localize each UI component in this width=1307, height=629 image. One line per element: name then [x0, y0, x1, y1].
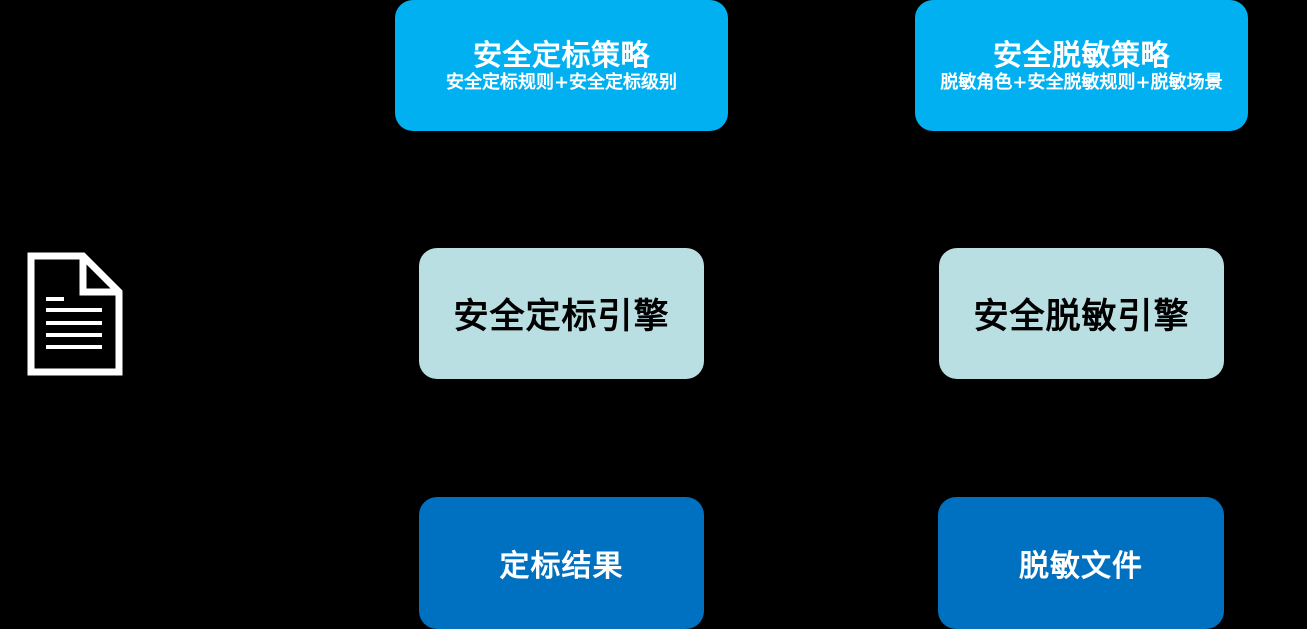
desensitization-policy-box: 安全脱敏策略 脱敏角色+安全脱敏规则+脱敏场景 [915, 0, 1248, 131]
desensitization-policy-subtitle: 脱敏角色+安全脱敏规则+脱敏场景 [940, 71, 1223, 93]
labeling-result-box: 定标结果 [419, 497, 704, 629]
desensitized-file-box: 脱敏文件 [938, 497, 1224, 629]
desensitization-policy-title: 安全脱敏策略 [992, 37, 1170, 72]
labeling-policy-box: 安全定标策略 安全定标规则+安全定标级别 [395, 0, 728, 131]
desensitization-engine-box: 安全脱敏引擎 [939, 248, 1224, 379]
labeling-policy-title: 安全定标策略 [472, 37, 650, 72]
desensitized-file-title: 脱敏文件 [1019, 549, 1143, 584]
document-icon [27, 252, 123, 376]
labeling-result-title: 定标结果 [499, 549, 624, 584]
labeling-policy-subtitle: 安全定标规则+安全定标级别 [445, 71, 678, 93]
labeling-engine-box: 安全定标引擎 [419, 248, 704, 379]
labeling-engine-title: 安全定标引擎 [453, 297, 670, 337]
desensitization-engine-title: 安全脱敏引擎 [973, 297, 1190, 337]
